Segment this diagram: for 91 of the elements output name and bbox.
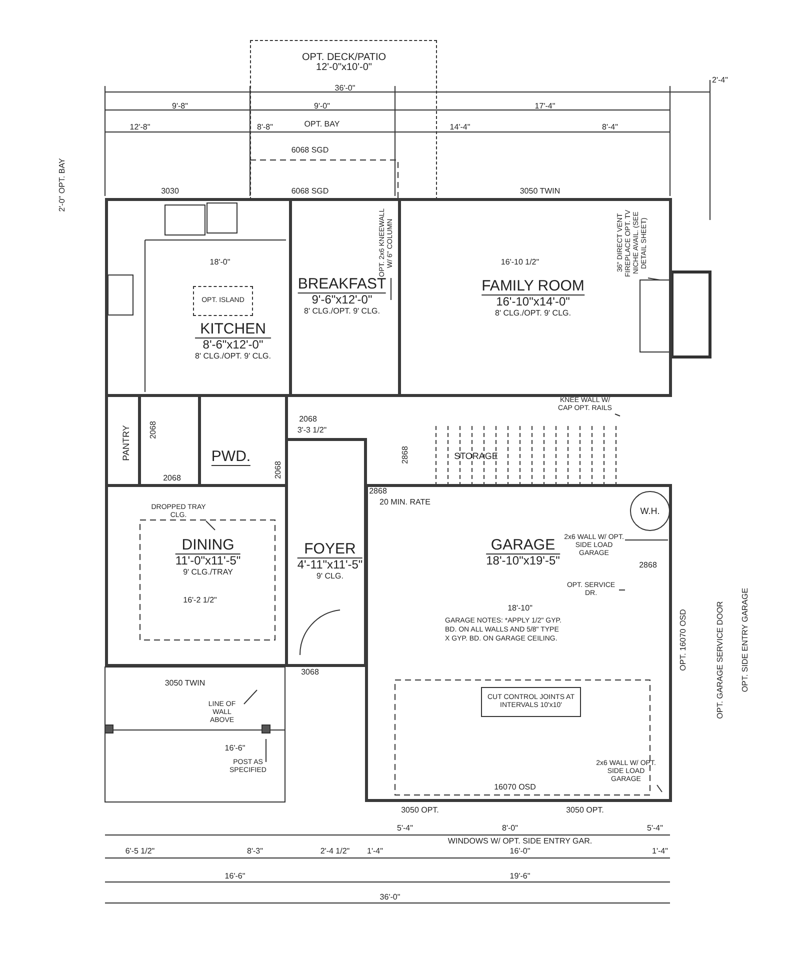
room-outline [105,484,288,667]
dimension-label: 3050 TWIN [520,186,560,196]
dimension-label: 20 MIN. RATE [380,498,430,506]
dimension-label: 3068 [301,668,319,676]
room-name: BREAKFAST [298,276,386,294]
leader-line [614,414,620,416]
room-outline [285,438,367,667]
dimension-label: 3050 TWIN [164,678,206,688]
leader-line [648,278,660,280]
dimension-label: 2868 [639,560,657,570]
dimension-label: 8'-0" [502,824,518,832]
dimension-label: 2068 [163,474,181,482]
room-dimensions: 12'-0"x10'-0" [315,63,373,73]
room-dimensions: 11'-0"x11'-5" [175,554,241,568]
dimension-label: 2'-0" OPT. BAY [58,158,66,212]
room-outline [198,394,288,487]
dimension-label: WINDOWS W/ OPT. SIDE ENTRY GAR. [448,836,592,846]
dimension-label: 6068 SGD [291,146,329,154]
dimension-label: 3050 OPT. [401,806,439,814]
room-name: FOYER [297,540,363,558]
dimension-label: 8'-3" [247,846,263,856]
dimension-label: 2'-4" [712,76,728,84]
dimension-label: OPT. SIDE ENTRY GARAGE [740,588,750,692]
dimension-label: 18'-0" [210,258,230,266]
room-name: GARAGE [486,536,560,554]
dimension-label: 1'-4" [367,846,383,856]
note-box [481,687,581,717]
dimension-label: 9'-8" [172,102,188,110]
dimension-label: 3'-3 1/2" [297,426,327,434]
dimension-label: 8'-8" [257,122,273,132]
room-outline [105,394,141,487]
dimension-label: 8'-4" [602,122,618,132]
room-name: FAMILY ROOM [482,278,584,296]
dimension-label: 2868 [400,446,410,464]
dimension-label: 2068 [148,421,158,439]
island-outline [193,286,253,316]
room-name: OPT. DECK/PATIO [302,53,386,63]
dimension-label: 36'-0" [380,892,400,902]
dimension-label: 6'-5 1/2" [125,846,155,856]
ceiling-note: 8' CLG./OPT. 9' CLG. [303,306,381,316]
dimension-label: 16'-6" [224,744,246,752]
dimension-label: 6068 SGD [291,186,329,196]
ceiling-note: 9' CLG. [316,572,344,582]
ceiling-note: 8' CLG./OPT. 9' CLG. [494,308,572,318]
dimension-label: 36'-0" [334,84,356,92]
room-name: PWD. [211,448,251,466]
leader-line [656,784,662,792]
dimension-label: 1'-4" [652,846,668,856]
deck-outline [250,40,437,200]
dimension-label: 18'-10" [508,604,532,612]
room-outline [365,484,672,802]
water-heater-symbol [630,491,670,531]
symbol-text: W.H. [640,507,660,515]
room-dimensions: 4'-11"x11'-5" [297,558,363,572]
dimension-label: OPT. BAY [304,120,340,128]
dimension-label: 3050 OPT. [566,806,604,814]
dimension-label: 2'-4 1/2" [320,846,350,856]
dimension-label: 16'-0" [510,846,530,856]
room-outline [289,198,401,397]
room-dimensions: 16'-10"x14'-0" [495,296,571,308]
dimension-label: 5'-4" [397,824,413,832]
dimension-label: 2068 [274,461,282,479]
dimension-label: 17'-4" [534,102,556,110]
room-outline [105,198,292,397]
dimension-label: 5'-4" [647,824,663,832]
dimension-label: 9'-0" [314,102,330,110]
dimension-label: 2868 [369,486,387,496]
dimension-label: 12'-8" [130,122,150,132]
room-name: STORAGE [454,451,498,461]
dimension-label: 16070 OSD [494,782,536,792]
dimension-label: 16'-6" [224,872,246,880]
ceiling-note: 8' CLG./OPT. 9' CLG. [195,352,271,362]
room-dimensions: 8'-6"x12'-0" [202,338,264,352]
room-name: DINING [175,536,241,554]
dimension-label: 3030 [161,186,179,196]
leader-line [390,278,392,300]
room-outline [398,198,672,397]
dimension-label: 19'-6" [510,872,530,880]
ceiling-note: 9' CLG./TRAY [182,568,234,578]
dimension-label: 2068 [299,414,317,424]
room-name: PANTRY [121,425,131,461]
leader-line [244,690,258,704]
dimension-label: OPT. 16070 OSD [678,609,688,671]
leader-line [206,520,216,530]
dimension-label: 16'-10 1/2" [500,258,540,266]
dimension-label: 16'-2 1/2" [183,596,217,604]
dimension-label: OPT. GARAGE SERVICE DOOR [716,601,724,719]
room-dimensions: 9'-6"x12'-0" [310,294,374,306]
room-name: KITCHEN [195,320,271,338]
room-dimensions: 18'-10"x19'-5" [486,554,560,568]
dimension-label: 14'-4" [450,122,470,132]
